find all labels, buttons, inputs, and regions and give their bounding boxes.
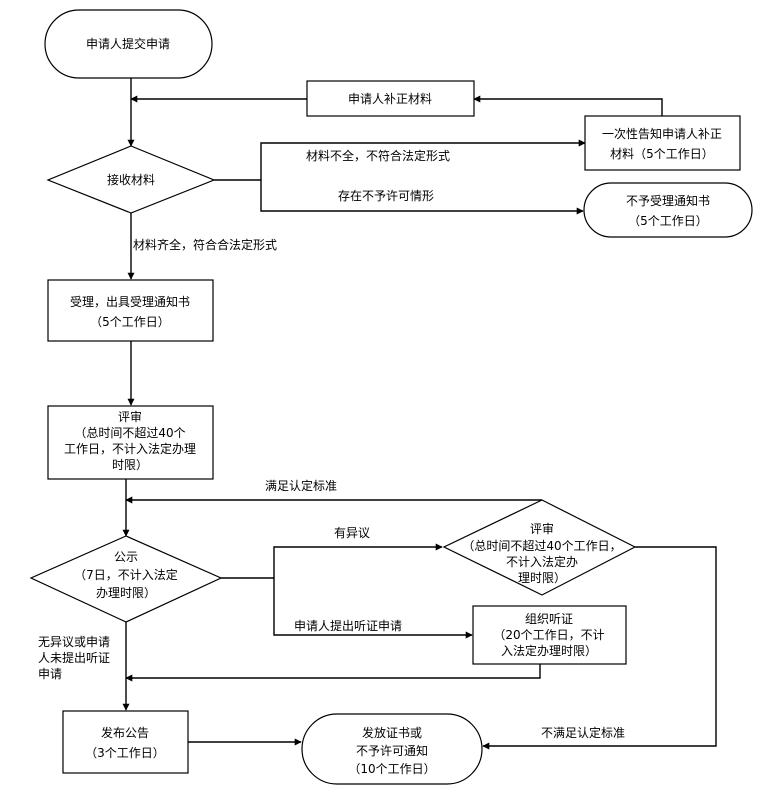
node-announce: 发布公告 （3个工作日） — [62, 710, 189, 774]
node-review1-line1: 评审 — [118, 409, 142, 424]
node-review1-line4: 时限） — [112, 458, 148, 472]
edge-notify-supplement — [473, 95, 663, 116]
node-hearing-line3: 入法定办理时限） — [501, 643, 597, 658]
node-submit-label: 申请人提交申请 — [86, 36, 170, 51]
edge-receive-reject — [260, 180, 584, 215]
node-review2-line3: 不计入法定办 — [506, 554, 578, 569]
node-issue-line2: 不予许可通知 — [356, 744, 428, 758]
node-announce-line1: 发布公告 — [101, 725, 149, 740]
label-no-objection-line1: 无异议或申请 — [38, 635, 110, 649]
node-hearing-line2: （20个工作日，不计 — [493, 628, 604, 642]
node-publicity-line2: （7日，不计入法定 — [74, 567, 178, 582]
node-review1-line2: （总时间不超过40个 — [74, 425, 185, 440]
node-notify-once-line1: 一次性告知申请人补正 — [602, 127, 722, 141]
label-meets: 满足认定标准 — [265, 478, 337, 493]
connectors — [122, 78, 717, 750]
node-review2-line4: 理时限） — [518, 571, 566, 585]
label-complete: 材料齐全，符合合法定形式 — [133, 237, 277, 252]
label-not-permit: 存在不予许可情形 — [338, 189, 434, 203]
label-no-objection-line2: 人未提出听证 — [38, 650, 110, 665]
label-objection: 有异议 — [334, 526, 370, 540]
node-publicity-line1: 公示 — [114, 550, 138, 564]
node-notify-once-line2: 材料（5个工作日） — [610, 147, 714, 161]
node-review1: 评审 （总时间不超过40个 工作日，不计入法定办理 时限） — [47, 405, 214, 480]
node-review2-line1: 评审 — [530, 521, 554, 536]
label-no-objection-line3: 申请 — [38, 667, 62, 681]
node-supplement-label: 申请人补正材料 — [348, 92, 432, 106]
node-hearing: 组织听证 （20个工作日，不计 入法定办理时限） — [472, 605, 627, 665]
node-publicity: 公示 （7日，不计入法定 办理时限） — [29, 535, 223, 623]
node-review2-line2: （总时间不超过40个工作日， — [462, 538, 621, 553]
node-reject-notice-line1: 不予受理通知书 — [626, 194, 710, 208]
node-announce-line2: （3个工作日） — [85, 746, 165, 760]
label-incomplete: 材料不全，不符合法定形式 — [306, 148, 450, 163]
edge-review2-notmeets — [482, 546, 717, 750]
label-hearing-request: 申请人提出听证申请 — [294, 618, 402, 633]
edge-labels: 材料不全，不符合法定形式 存在不予许可情形 材料齐全，符合合法定形式 满足认定标… — [38, 148, 625, 740]
node-reject-notice: 不予受理通知书 （5个工作日） — [583, 182, 753, 238]
node-accept: 受理，出具受理通知书 （5个工作日） — [47, 279, 214, 342]
node-reject-notice-line2: （5个工作日） — [628, 214, 708, 228]
label-not-meets: 不满足认定标准 — [541, 725, 625, 740]
node-review1-line3: 工作日，不计入法定办理 — [64, 441, 196, 456]
node-receive-label: 接收材料 — [107, 172, 155, 187]
node-publicity-line3: 办理时限） — [96, 585, 156, 600]
edge-receive-branch — [214, 139, 586, 181]
node-supplement: 申请人补正材料 — [306, 80, 475, 117]
node-issue-line1: 发放证书或 — [362, 725, 422, 740]
node-accept-line1: 受理，出具受理通知书 — [70, 295, 190, 309]
edge-hearing-return — [125, 664, 541, 682]
node-submit: 申请人提交申请 — [44, 9, 213, 79]
node-issue-line3: （10个工作日） — [348, 762, 435, 776]
node-hearing-line1: 组织听证 — [525, 612, 573, 626]
node-review2: 评审 （总时间不超过40个工作日， 不计入法定办 理时限） — [442, 499, 637, 596]
edge-publicity-branch — [221, 543, 443, 579]
node-issue: 发放证书或 不予许可通知 （10个工作日） — [301, 713, 483, 785]
node-receive: 接收材料 — [46, 145, 216, 214]
node-accept-line2: （5个工作日） — [90, 315, 170, 329]
edge-publicity-hearing — [273, 578, 473, 639]
node-notify-once: 一次性告知申请人补正 材料（5个工作日） — [584, 115, 741, 171]
